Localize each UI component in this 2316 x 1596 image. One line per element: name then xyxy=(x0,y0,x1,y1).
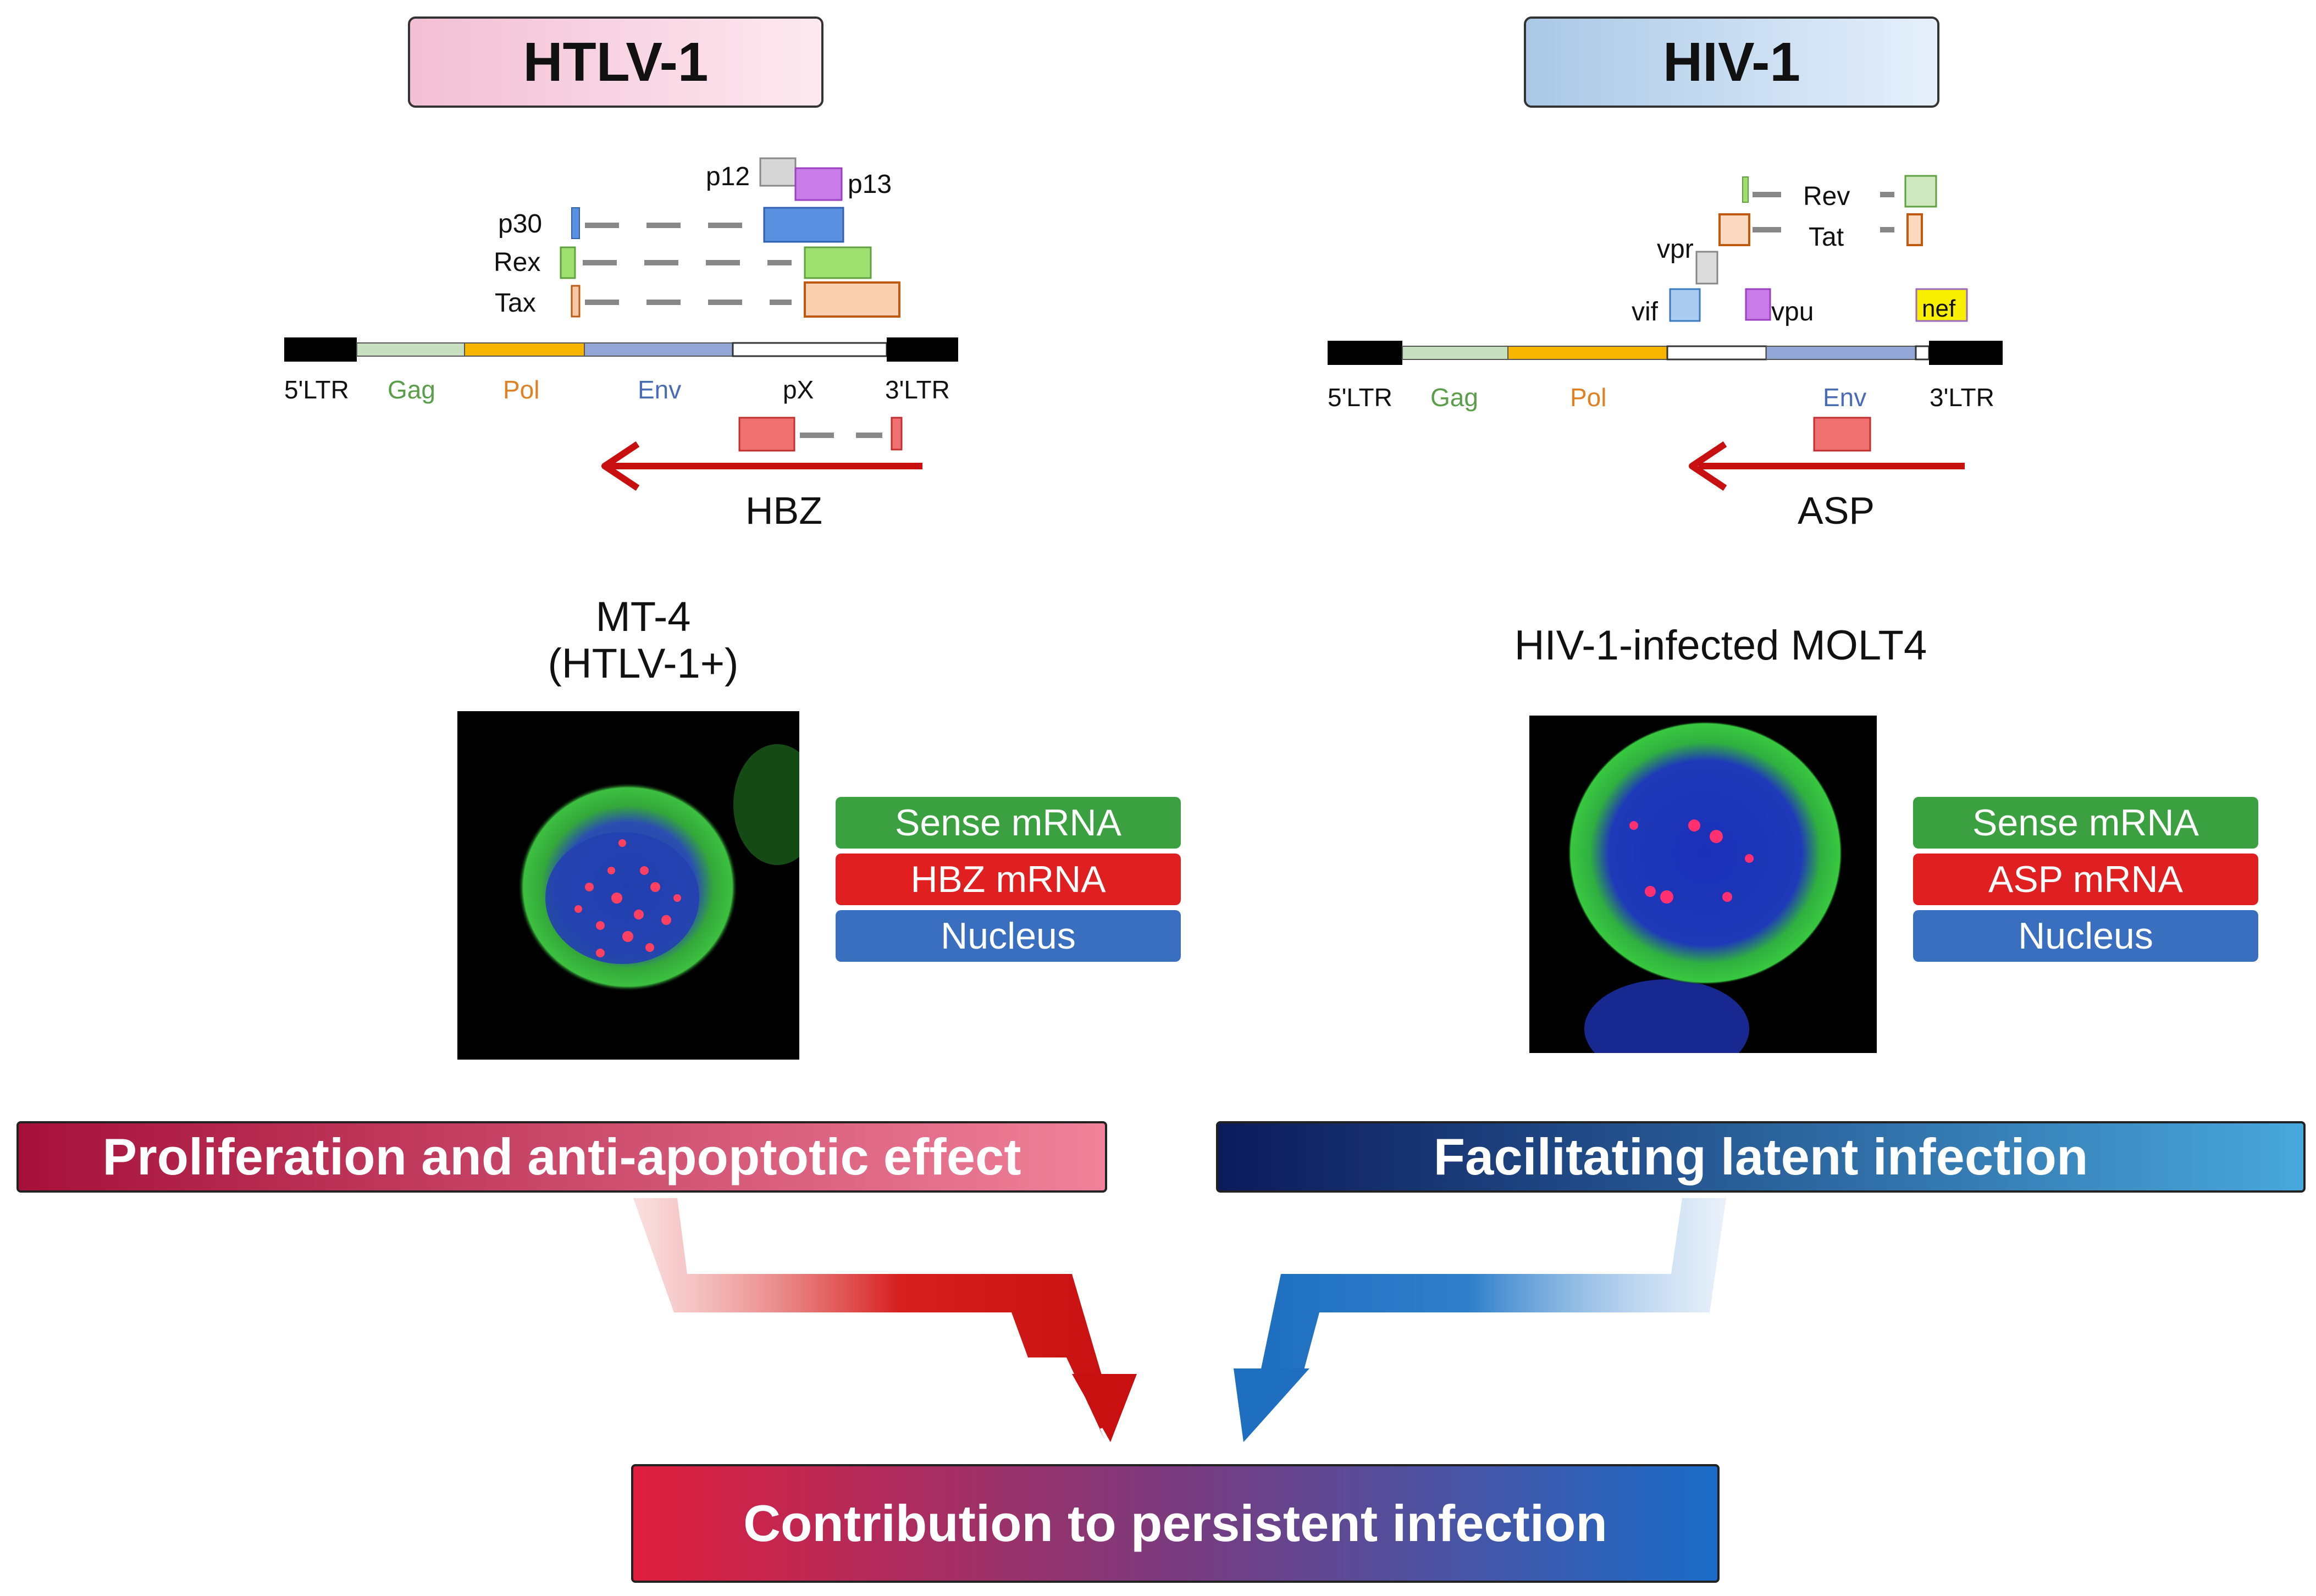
asp-antisense xyxy=(1689,417,1965,491)
legend-sense-mrna-left: Sense mRNA xyxy=(836,797,1181,849)
orf-label-p13: p13 xyxy=(848,170,892,199)
htlv-orfs xyxy=(560,157,900,318)
orf-label-p12: p12 xyxy=(706,162,750,191)
hiv-orfs xyxy=(1669,175,1968,322)
legend-hbz-mrna: HBZ mRNA xyxy=(836,854,1181,905)
hiv-genome-label-gag: Gag xyxy=(1430,383,1478,412)
hiv-genome xyxy=(1328,341,2003,365)
hbz-label: HBZ xyxy=(745,489,822,532)
htlv-title: HTLV-1 xyxy=(408,16,823,108)
htlv-genome xyxy=(284,337,958,362)
genome-label-px: pX xyxy=(783,375,814,404)
molt4-caption: HIV-1-infected MOLT4 xyxy=(1514,622,1927,669)
genome-label-pol: Pol xyxy=(503,375,540,404)
blue-arrow xyxy=(1234,1198,1726,1442)
legend-nucleus-right: Nucleus xyxy=(1913,910,2258,962)
hiv-genome-label-pol: Pol xyxy=(1570,383,1607,412)
genome-label-3ltr: 3'LTR xyxy=(885,375,950,404)
hbz-antisense xyxy=(601,417,922,491)
mt4-caption-line1: MT-4 xyxy=(595,594,691,640)
mt4-caption: MT-4 (HTLV-1+) xyxy=(495,594,792,687)
hiv-genome-label-env: Env xyxy=(1823,383,1867,412)
hiv-genome-label-5ltr: 5'LTR xyxy=(1328,383,1392,412)
mt4-caption-line2: (HTLV-1+) xyxy=(548,640,739,688)
mt4-cell-image xyxy=(457,711,799,1060)
latent-infection-banner: Facilitating latent infection xyxy=(1216,1121,2306,1193)
genome-label-5ltr: 5'LTR xyxy=(284,375,349,404)
hiv-title: HIV-1 xyxy=(1524,16,1939,108)
proliferation-banner: Proliferation and anti-apoptotic effect xyxy=(16,1121,1107,1193)
orf-label-tax: Tax xyxy=(495,289,536,318)
genome-label-gag: Gag xyxy=(388,375,435,404)
orf-label-nef: nef xyxy=(1922,295,1956,322)
genome-label-env: Env xyxy=(638,375,682,404)
asp-label: ASP xyxy=(1798,489,1875,532)
orf-label-tat: Tat xyxy=(1809,223,1844,252)
molt4-cell-image xyxy=(1529,716,1877,1053)
legend-sense-mrna-right: Sense mRNA xyxy=(1913,797,2258,849)
persistent-infection-banner: Contribution to persistent infection xyxy=(631,1464,1720,1583)
orf-label-vpu: vpu xyxy=(1771,297,1814,326)
hiv-genome-label-3ltr: 3'LTR xyxy=(1930,383,1994,412)
legend-asp-mrna: ASP mRNA xyxy=(1913,854,2258,905)
red-arrow xyxy=(633,1198,1137,1442)
orf-label-rev: Rev xyxy=(1803,182,1850,211)
orf-label-vif: vif xyxy=(1632,297,1658,326)
orf-label-vpr: vpr xyxy=(1657,235,1694,264)
legend-nucleus-left: Nucleus xyxy=(836,910,1181,962)
orf-label-p30: p30 xyxy=(498,209,543,239)
orf-label-rex: Rex xyxy=(494,248,541,277)
